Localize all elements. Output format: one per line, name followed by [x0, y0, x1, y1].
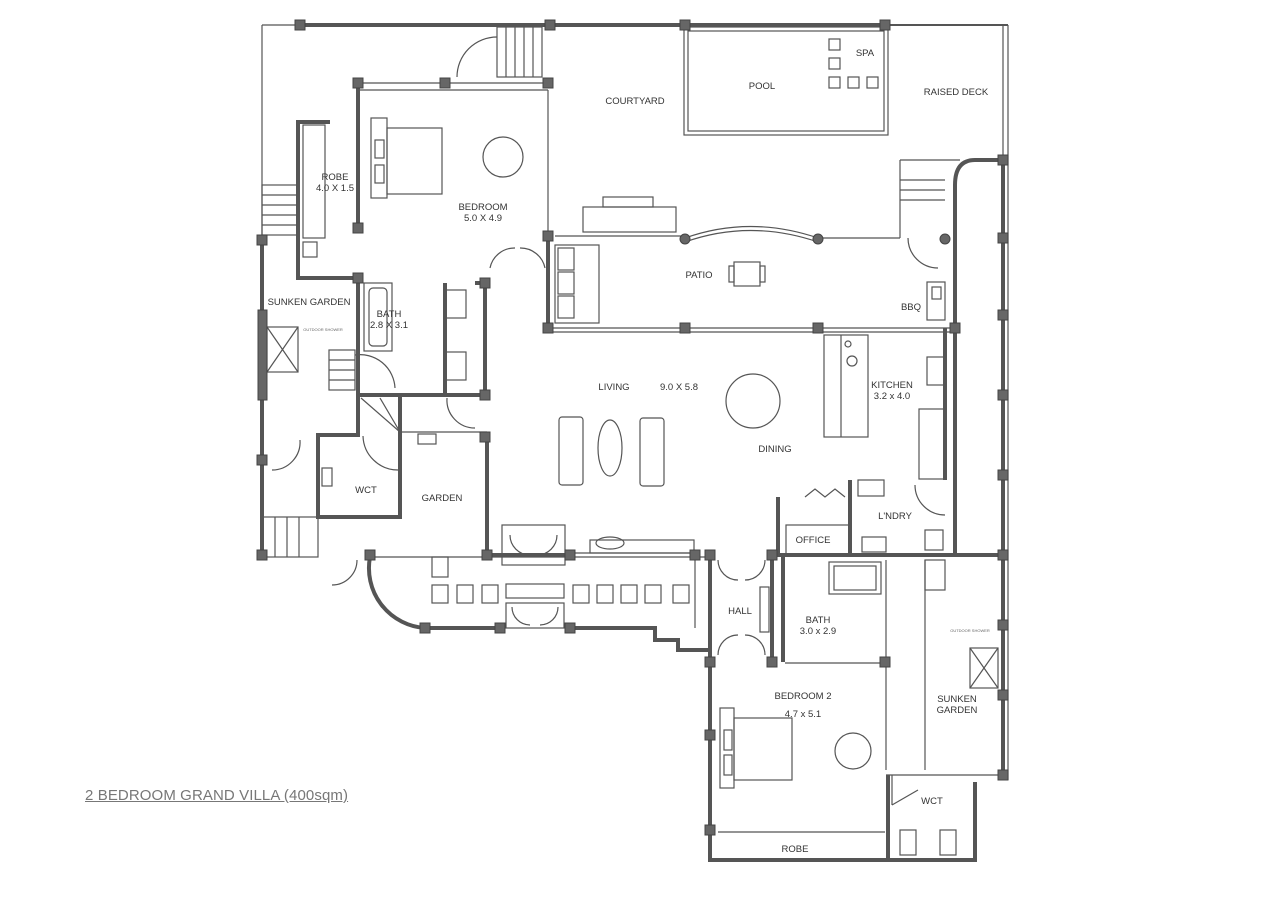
room-label-raised-deck: RAISED DECK [923, 87, 989, 98]
room-label-courtyard: COURTYARD [605, 96, 665, 107]
room-label-bbq: BBQ [900, 302, 922, 313]
room-label-garden: GARDEN [421, 493, 463, 504]
room-label-pool: POOL [748, 81, 776, 92]
room-label-living-dims: 9.0 X 5.8 [659, 382, 699, 393]
room-label-patio: PATIO [685, 270, 713, 281]
outdoor-shower-label-2: OUTDOOR SHOWER [950, 628, 990, 633]
plan-title: 2 BEDROOM GRAND VILLA (400sqm) [85, 787, 349, 804]
room-label-robe-2: ROBE [781, 844, 809, 855]
room-label-wct: WCT [355, 485, 377, 496]
room-label-sunken-garden: SUNKEN GARDEN [267, 297, 351, 308]
room-label-office: OFFICE [795, 535, 831, 546]
room-label-spa: SPA [855, 48, 875, 59]
outdoor-shower-label: OUTDOOR SHOWER [303, 327, 343, 332]
room-label-living: LIVING [598, 382, 630, 393]
room-label-dining: DINING [758, 444, 792, 455]
room-label-hall: HALL [728, 606, 752, 617]
room-label-laundry: L'NDRY [878, 511, 912, 522]
room-label-wct-2: WCT [921, 796, 943, 807]
